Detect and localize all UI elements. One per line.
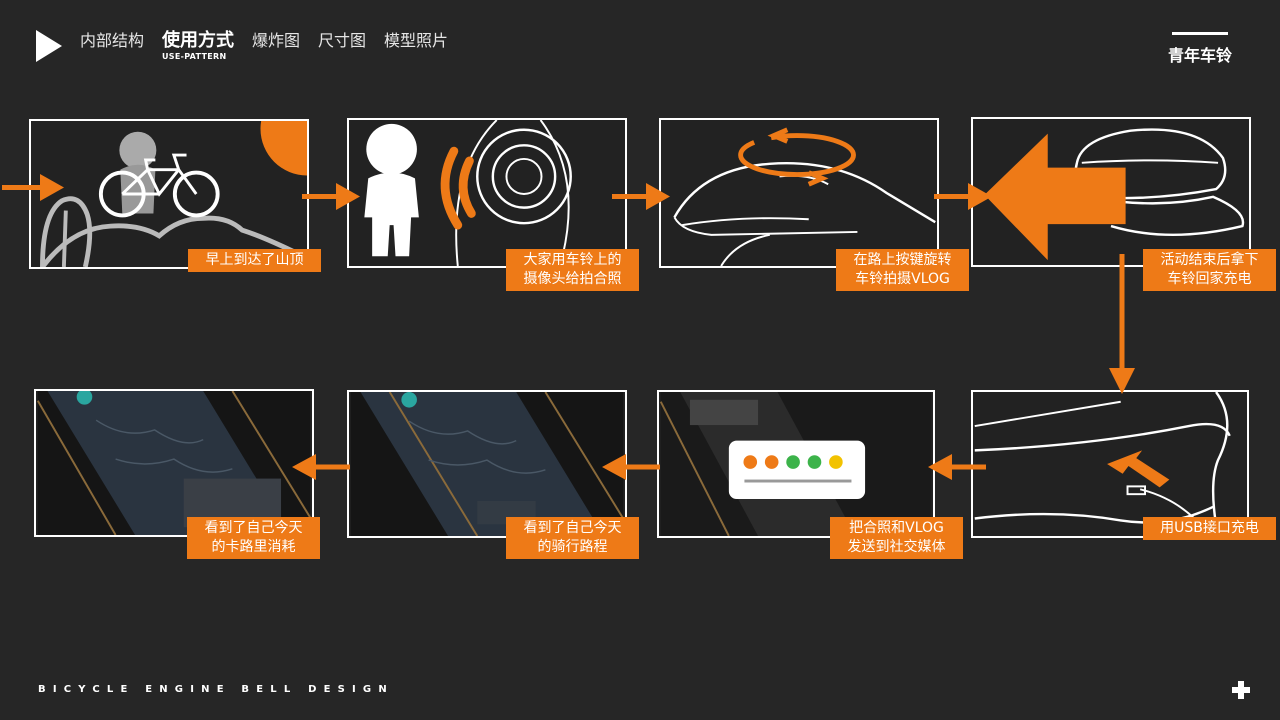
caption-line: 车铃拍摄VLOG — [855, 271, 950, 287]
flow-arrow-start — [2, 174, 64, 201]
caption-line: 看到了自己今天 — [204, 520, 303, 536]
flow-arrow-3-4 — [934, 183, 992, 210]
brand-title: 青年车铃 — [1167, 46, 1232, 65]
caption-step-5: 用USB接口充电 — [1143, 517, 1276, 540]
caption-line: 的卡路里消耗 — [211, 539, 296, 555]
caption-line: 用USB接口充电 — [1160, 520, 1259, 536]
caption-step-1: 早上到达了山顶 — [188, 249, 321, 272]
mountain-illustration — [40, 121, 307, 267]
flow-arrow-4-5 — [1109, 254, 1135, 394]
caption-line: 的骑行路程 — [537, 539, 608, 555]
calories-map-illustration — [36, 391, 312, 535]
nav-item-exploded-view[interactable]: 爆炸图 — [252, 31, 301, 50]
caption-line: 早上到达了山顶 — [205, 252, 304, 268]
caption-line: 摄像头给拍合照 — [523, 271, 622, 287]
caption-step-4: 活动结束后拿下 车铃回家充电 — [1143, 249, 1276, 291]
flow-arrow-1-2 — [302, 183, 360, 210]
caption-line: 车铃回家充电 — [1167, 271, 1252, 287]
flow-arrow-5-6 — [928, 454, 986, 480]
caption-line: 把合照和VLOG — [849, 520, 944, 536]
vlog-illustration — [673, 127, 936, 266]
play-icon[interactable] — [36, 30, 62, 62]
flow-arrow-7-8 — [292, 454, 350, 480]
caption-step-8: 看到了自己今天 的卡路里消耗 — [187, 517, 320, 559]
usb-charge-illustration — [974, 392, 1231, 536]
caption-line: 活动结束后拿下 — [1160, 252, 1259, 268]
group-photo-illustration — [364, 120, 572, 266]
nav-item-use-pattern[interactable]: 使用方式 USE-PATTERN — [162, 30, 234, 61]
caption-step-6: 把合照和VLOG 发送到社交媒体 — [830, 517, 963, 559]
flow-arrow-6-7 — [602, 454, 660, 480]
caption-line: 看到了自己今天 — [523, 520, 622, 536]
panel-usb-charge — [971, 390, 1249, 538]
caption-step-3: 在路上按键旋转 车铃拍摄VLOG — [836, 249, 969, 291]
panel-mountain-top — [29, 119, 309, 269]
nav-item-use-pattern-label: 使用方式 — [162, 30, 235, 51]
panel-group-photo — [347, 118, 627, 268]
nav-item-dimension-drawing[interactable]: 尺寸图 — [318, 31, 367, 50]
panel-share — [657, 390, 935, 538]
take-home-illustration — [984, 128, 1245, 261]
caption-line: 发送到社交媒体 — [847, 539, 946, 555]
flow-arrow-2-3 — [612, 183, 670, 210]
plus-icon[interactable] — [1232, 681, 1250, 699]
caption-step-2: 大家用车铃上的 摄像头给拍合照 — [506, 249, 639, 291]
caption-step-7: 看到了自己今天 的骑行路程 — [506, 517, 639, 559]
route-map-illustration — [350, 392, 625, 536]
panel-route — [347, 390, 627, 538]
nav-item-use-pattern-sub: USE-PATTERN — [162, 52, 227, 61]
brand-bar — [1172, 32, 1228, 35]
caption-line: 在路上按键旋转 — [853, 252, 952, 268]
panel-calories — [34, 389, 314, 537]
footer-title: BICYCLE ENGINE BELL DESIGN — [38, 684, 394, 695]
top-nav: 内部结构 使用方式 USE-PATTERN 爆炸图 尺寸图 模型照片 — [80, 30, 466, 61]
panel-vlog — [659, 118, 939, 268]
panel-take-home — [971, 117, 1251, 267]
nav-item-internal-structure[interactable]: 内部结构 — [80, 31, 145, 50]
caption-line: 大家用车铃上的 — [523, 252, 622, 268]
share-phone-illustration — [659, 392, 932, 536]
nav-item-model-photos[interactable]: 模型照片 — [384, 31, 449, 50]
